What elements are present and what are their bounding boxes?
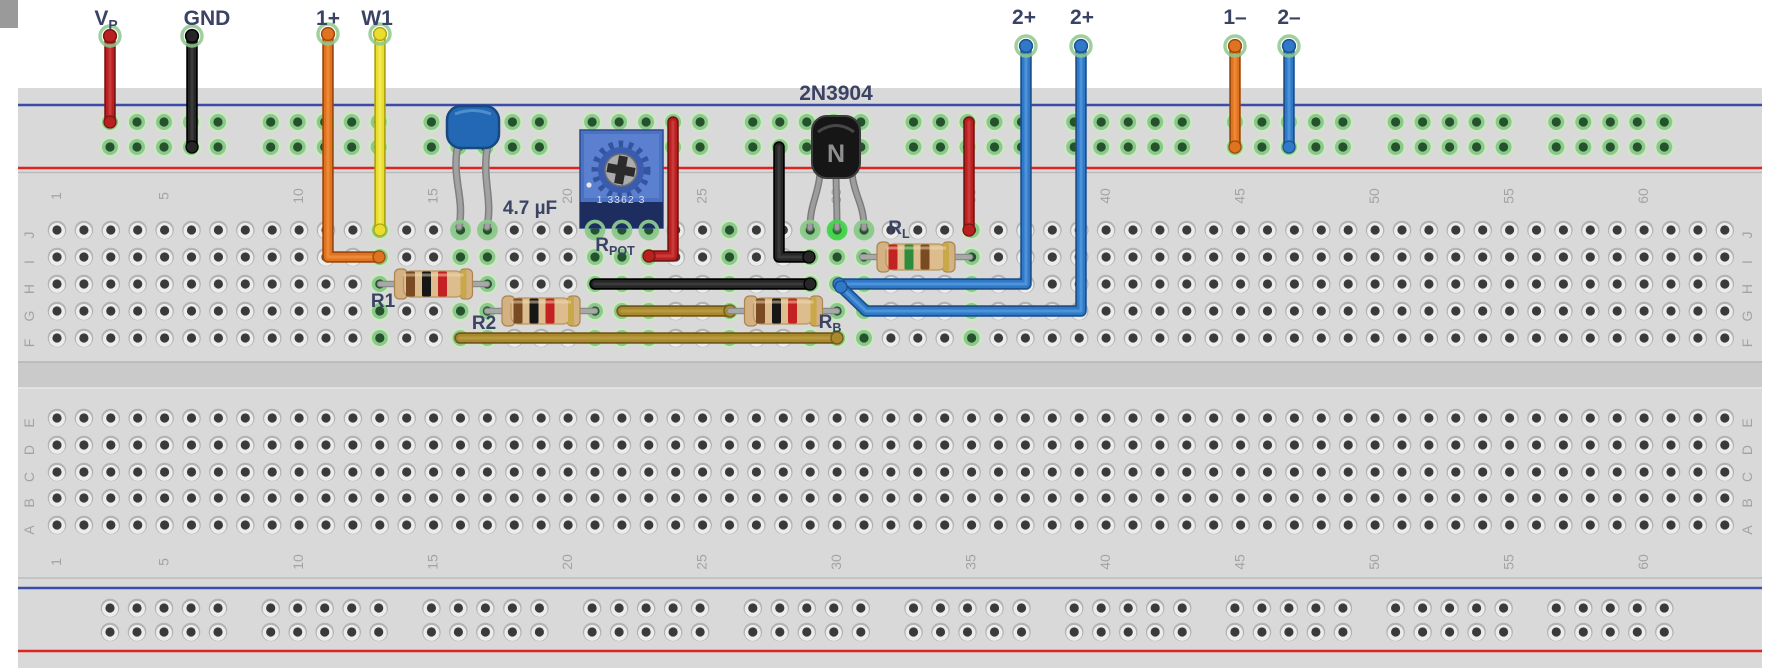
label-r2: R2 xyxy=(472,313,496,334)
svg-text:A: A xyxy=(1739,525,1755,535)
label-w1: W1 xyxy=(361,7,393,30)
svg-text:I: I xyxy=(1739,260,1755,264)
label-1minus: 1– xyxy=(1223,6,1247,29)
svg-text:25: 25 xyxy=(694,554,710,570)
svg-text:20: 20 xyxy=(559,188,575,204)
label-2plus-b: 2+ xyxy=(1070,6,1094,29)
resistor-r2[interactable] xyxy=(483,295,599,327)
svg-text:55: 55 xyxy=(1501,554,1517,570)
jumper-vplus-to-pot[interactable] xyxy=(642,116,679,263)
svg-text:C: C xyxy=(1739,472,1755,482)
svg-text:35: 35 xyxy=(963,554,979,570)
svg-text:20: 20 xyxy=(559,554,575,570)
probe-wire-gnd[interactable] xyxy=(180,24,204,154)
svg-text:D: D xyxy=(1739,445,1755,455)
svg-text:G: G xyxy=(21,311,37,322)
trimpot-adjust-cross[interactable] xyxy=(605,154,637,186)
svg-text:G: G xyxy=(1739,311,1755,322)
label-rl: RL xyxy=(888,218,910,241)
resistor-rb[interactable] xyxy=(726,295,841,327)
svg-text:A: A xyxy=(21,525,37,535)
resistor-rl[interactable] xyxy=(858,241,974,273)
transistor-logo: N xyxy=(827,140,845,168)
svg-text:50: 50 xyxy=(1366,554,1382,570)
svg-text:E: E xyxy=(1739,418,1755,427)
svg-text:F: F xyxy=(21,339,37,348)
label-rb: RB xyxy=(819,312,842,335)
probe-wire-2plus-a[interactable] xyxy=(832,34,1038,291)
svg-text:25: 25 xyxy=(694,188,710,204)
svg-text:E: E xyxy=(21,418,37,427)
wires-layer xyxy=(98,22,1301,345)
label-2n3904: 2N3904 xyxy=(799,82,873,105)
jumper-gnd-row-h[interactable] xyxy=(589,277,817,291)
svg-text:5: 5 xyxy=(156,558,172,566)
svg-text:F: F xyxy=(1739,339,1755,348)
jumper-gnd-emitter[interactable] xyxy=(773,141,816,264)
cropped-corner-artifact xyxy=(0,0,18,28)
resistor-r1[interactable] xyxy=(376,268,491,300)
jumper-vplus-col35[interactable] xyxy=(962,116,976,237)
svg-text:1: 1 xyxy=(48,192,64,200)
label-cap: 4.7 µF xyxy=(503,198,557,219)
trimpot-3362[interactable]: 1 3362 3 xyxy=(579,129,664,229)
probe-wire-2plus-b[interactable] xyxy=(834,34,1093,317)
probe-wire-vp[interactable] xyxy=(98,24,122,129)
svg-text:I: I xyxy=(21,260,37,264)
label-vp: VP xyxy=(94,7,117,33)
svg-text:40: 40 xyxy=(1097,188,1113,204)
svg-text:60: 60 xyxy=(1635,554,1651,570)
svg-text:15: 15 xyxy=(425,188,441,204)
svg-text:50: 50 xyxy=(1366,188,1382,204)
svg-text:J: J xyxy=(21,232,37,239)
svg-text:B: B xyxy=(1739,498,1755,507)
svg-text:40: 40 xyxy=(1097,554,1113,570)
breadboard-body xyxy=(18,88,1762,668)
svg-text:55: 55 xyxy=(1501,188,1517,204)
svg-text:30: 30 xyxy=(828,554,844,570)
svg-text:H: H xyxy=(21,284,37,294)
label-1plus: 1+ xyxy=(316,7,340,30)
svg-text:J: J xyxy=(1739,232,1755,239)
svg-text:H: H xyxy=(1739,284,1755,294)
svg-text:15: 15 xyxy=(425,554,441,570)
jumper-cap-to-base[interactable] xyxy=(454,331,844,345)
svg-text:B: B xyxy=(21,498,37,507)
svg-text:10: 10 xyxy=(290,554,306,570)
capacitor-4u7[interactable] xyxy=(445,104,501,231)
svg-text:1: 1 xyxy=(48,558,64,566)
probe-wire-w1[interactable] xyxy=(368,22,392,237)
svg-text:45: 45 xyxy=(1232,554,1248,570)
label-r1: R1 xyxy=(371,291,396,312)
label-2minus: 2– xyxy=(1277,6,1301,29)
svg-text:45: 45 xyxy=(1232,188,1248,204)
probe-wire-1plus[interactable] xyxy=(316,22,386,264)
label-rpot: RPOT xyxy=(595,235,635,258)
components-layer: 1 3362 3 N xyxy=(376,104,974,327)
svg-text:C: C xyxy=(21,472,37,482)
probe-wire-1minus[interactable] xyxy=(1223,34,1247,154)
trimpot-face-text: 1 3362 3 xyxy=(597,194,646,206)
board-coordinate-labels: 1155101015152020252530303535404045455050… xyxy=(21,188,1755,570)
svg-text:D: D xyxy=(21,445,37,455)
svg-text:10: 10 xyxy=(290,188,306,204)
svg-text:5: 5 xyxy=(156,192,172,200)
jumper-wiper-to-rb[interactable] xyxy=(616,304,737,318)
label-2plus-a: 2+ xyxy=(1012,6,1036,29)
label-gnd: GND xyxy=(184,7,231,30)
probe-wire-2minus[interactable] xyxy=(1277,34,1301,154)
svg-text:60: 60 xyxy=(1635,188,1651,204)
